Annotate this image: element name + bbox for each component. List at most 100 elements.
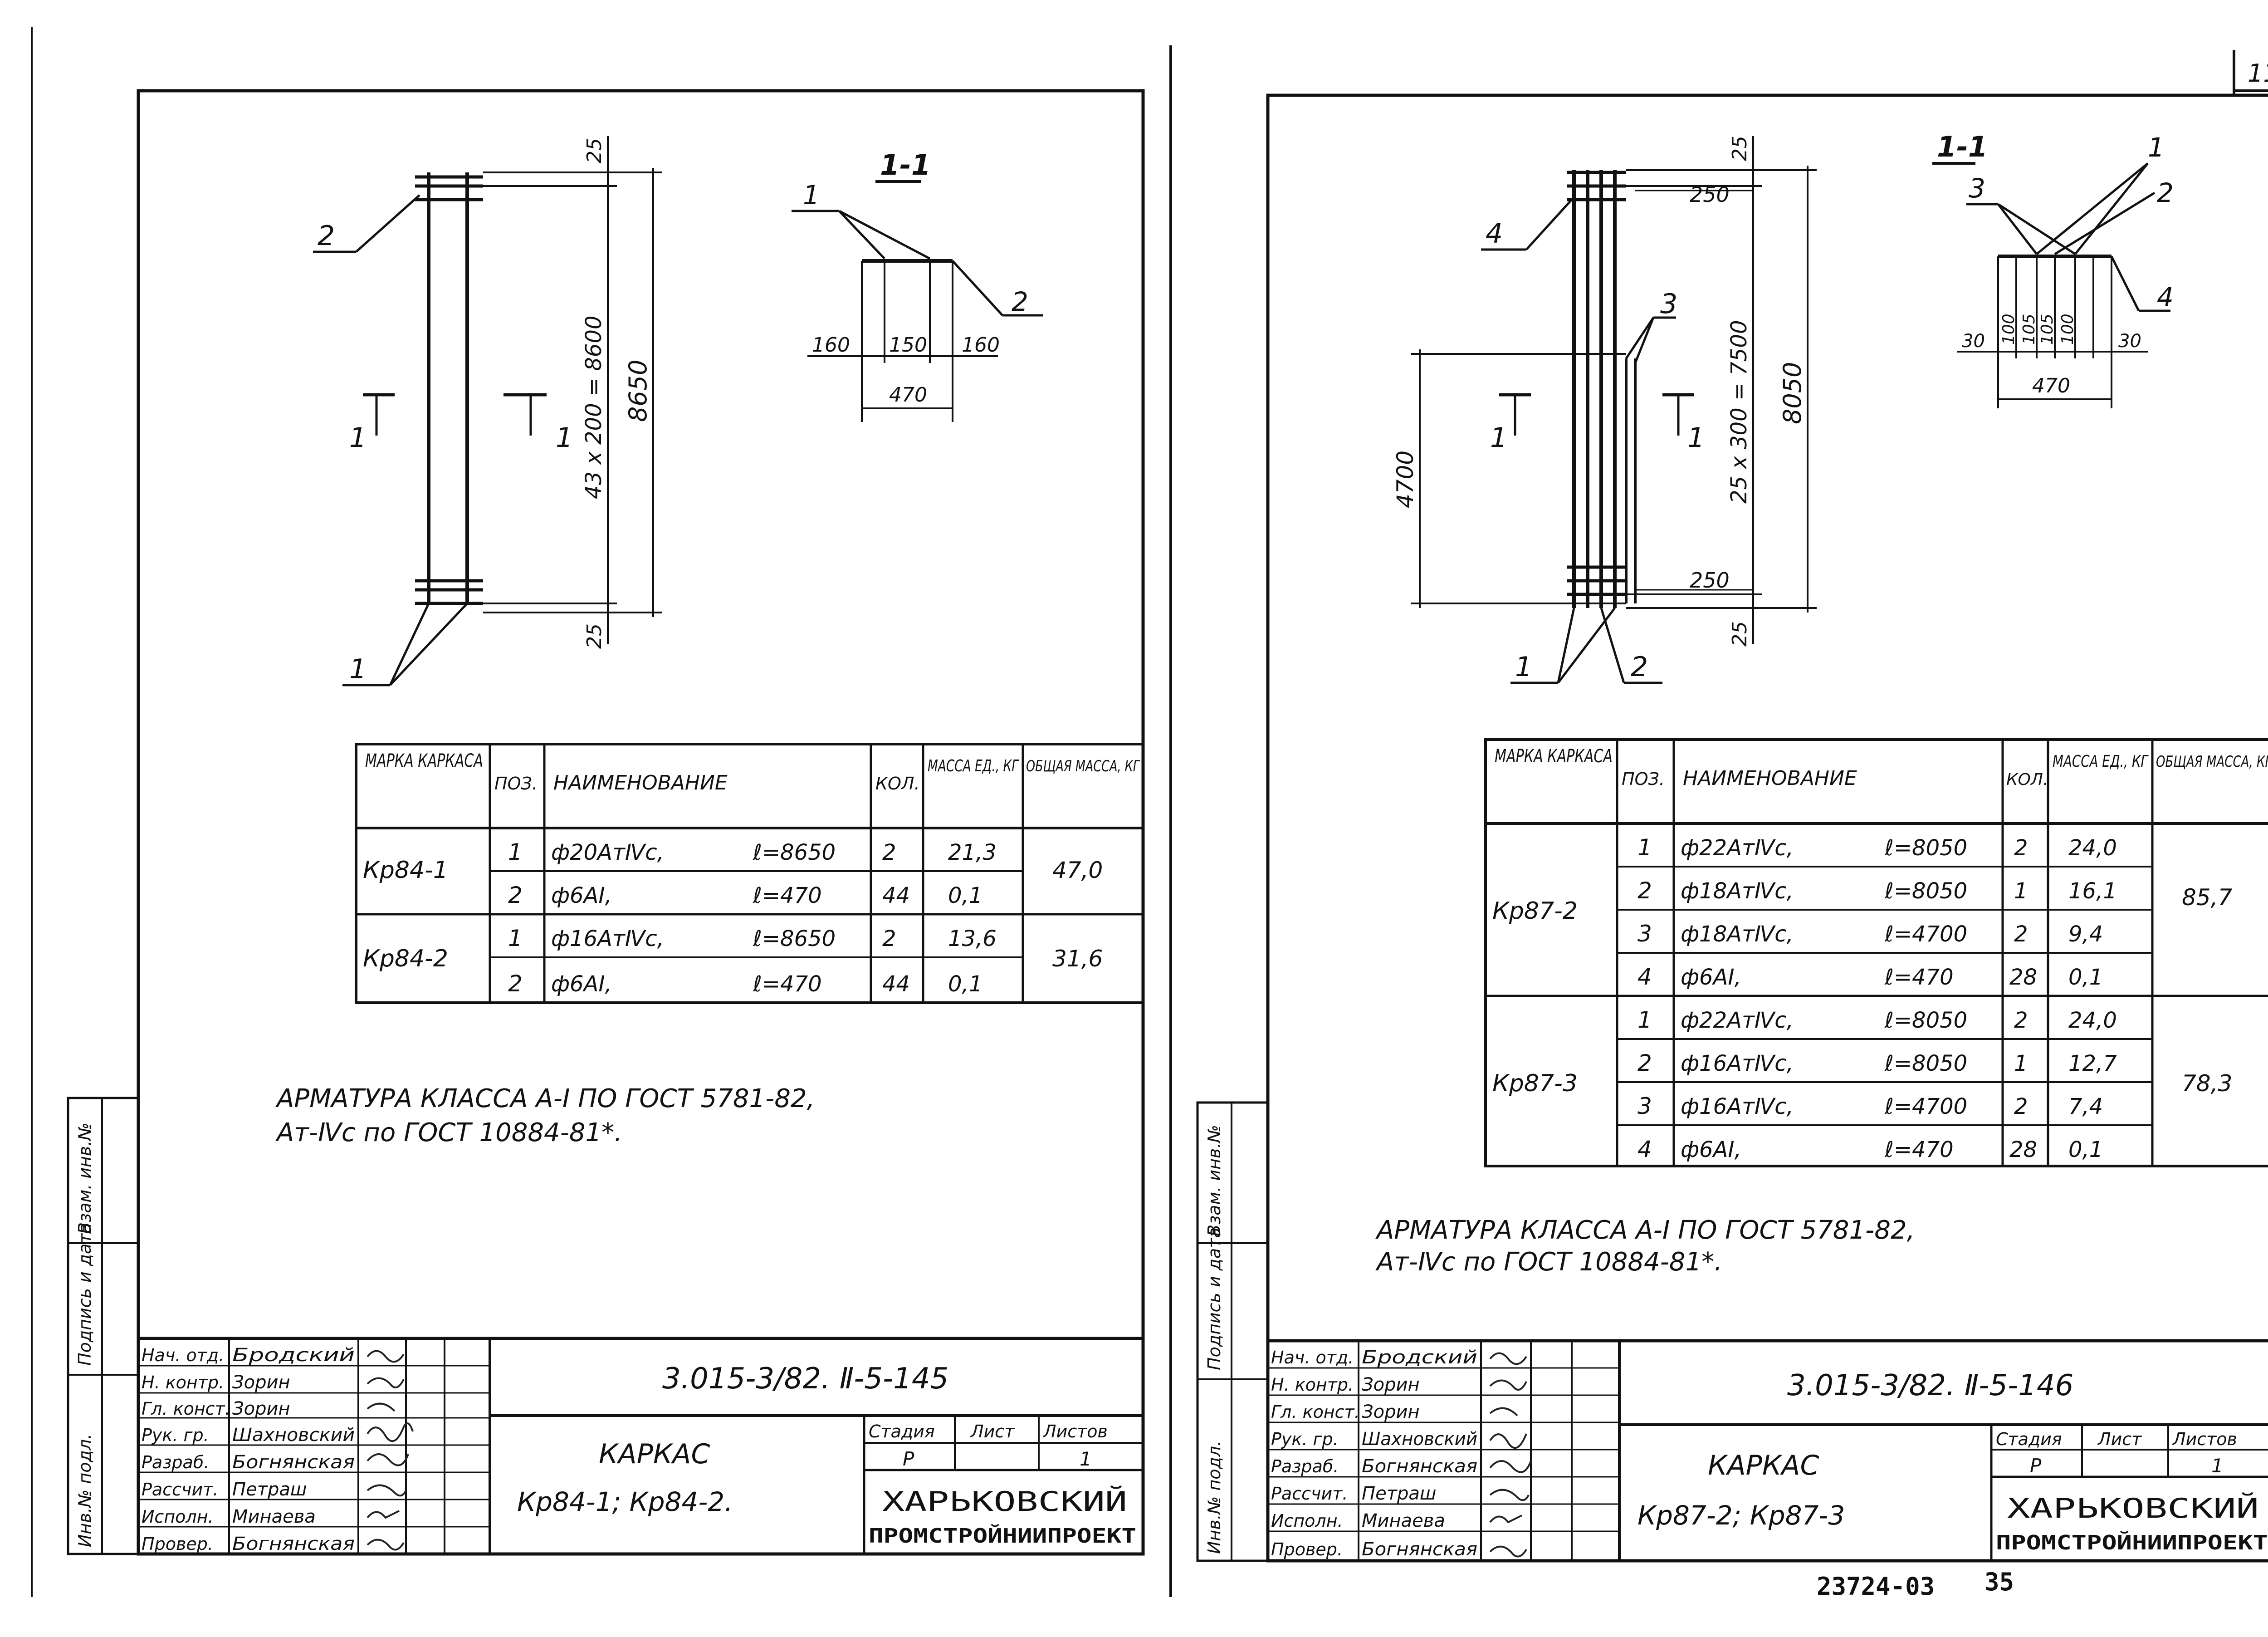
left-sheets-label: Листов bbox=[1042, 1421, 1108, 1441]
sheet-divider bbox=[1169, 45, 1172, 1597]
right-section-view bbox=[1932, 162, 2170, 408]
right-org-line2: ПРОМСТРОЙНИИПРОЕКТ bbox=[1996, 1530, 2268, 1554]
left-cell-mass: 13,6 bbox=[948, 926, 997, 951]
left-cell-mark: Кр84-1 bbox=[363, 857, 448, 884]
left-sheet-label: Лист bbox=[970, 1421, 1015, 1441]
right-dim-bottom-inner: 250 bbox=[1690, 568, 1730, 593]
left-section-title: 1-1 bbox=[880, 148, 931, 181]
right-cell-len: ℓ=8050 bbox=[1884, 1051, 1967, 1076]
left-section-dim1: 160 bbox=[812, 333, 850, 357]
left-title: КАРКАС bbox=[599, 1438, 710, 1470]
right-tb-role: Рассчит. bbox=[1271, 1484, 1348, 1504]
right-cell-name: ф6АI, bbox=[1681, 1137, 1741, 1162]
right-drawing bbox=[1196, 50, 2268, 1563]
right-section-pos1: 1 bbox=[2148, 132, 2165, 163]
right-section-label-a: 1 bbox=[1490, 422, 1507, 454]
left-section-leader bbox=[838, 210, 931, 260]
left-tb-role: Нач. отд. bbox=[142, 1345, 224, 1365]
right-cell-pos: 2 bbox=[1637, 877, 1652, 904]
right-dim-bottom: 25 bbox=[1728, 621, 1751, 647]
left-cell-mark: Кр84-2 bbox=[363, 945, 448, 972]
left-cell-len: ℓ=8650 bbox=[753, 926, 836, 951]
right-dim-total: 8050 bbox=[1778, 362, 1807, 424]
left-section-leader bbox=[838, 210, 885, 260]
left-section-label-a: 1 bbox=[349, 422, 367, 454]
right-label-pos1: 1 bbox=[1515, 651, 1532, 683]
right-cell-qty: 2 bbox=[2014, 835, 2028, 861]
right-stage-label: Стадия bbox=[1996, 1429, 2062, 1449]
left-sheet: 2 1 1 1 25 25 43 x 200 = 8600 8650 1-1 1… bbox=[31, 27, 1145, 1597]
right-cell-pos: 4 bbox=[1637, 964, 1652, 990]
right-cell-pos: 2 bbox=[1637, 1050, 1652, 1076]
left-tb-name: Шахновский bbox=[232, 1425, 355, 1446]
right-tb-name: Минаева bbox=[1362, 1510, 1445, 1531]
left-th-qty: КОЛ. bbox=[875, 774, 920, 794]
left-section-dim2: 150 bbox=[889, 333, 927, 357]
right-doc-code: 3.015-3/82. Ⅱ-5-146 bbox=[1787, 1369, 2073, 1402]
left-section-leader bbox=[952, 260, 1003, 316]
right-cell-mass: 9,4 bbox=[2068, 921, 2103, 947]
left-note-line: Ат-Ⅳс по ГОСТ 10884-81*. bbox=[275, 1118, 622, 1147]
right-tb-name: Богнянская bbox=[1362, 1456, 1477, 1477]
right-cell-len: ℓ=4700 bbox=[1884, 921, 1967, 947]
right-tb-name: Богнянская bbox=[1362, 1539, 1477, 1560]
right-text-layer: 113 4 3 1 2 1 1 25 25 250 250 25 x 300 =… bbox=[1204, 59, 2268, 1601]
right-dim-top: 25 bbox=[1728, 136, 1751, 161]
right-tb-role: Разраб. bbox=[1271, 1456, 1339, 1476]
left-stage-label: Стадия bbox=[869, 1421, 935, 1441]
left-stage-value: Р bbox=[903, 1448, 914, 1470]
left-section-view bbox=[792, 180, 1043, 422]
left-tb-role: Исполн. bbox=[142, 1507, 214, 1527]
right-cell-qty: 2 bbox=[2014, 921, 2028, 947]
right-title: КАРКАС bbox=[1708, 1450, 1819, 1481]
right-cell-name: ф22АтⅣс, bbox=[1681, 835, 1794, 861]
left-text-layer: 2 1 1 1 25 25 43 x 200 = 8600 8650 1-1 1… bbox=[75, 138, 1140, 1554]
left-leader bbox=[389, 603, 430, 686]
right-tb-role: Гл. конст. bbox=[1271, 1402, 1360, 1422]
right-th-qty: КОЛ. bbox=[2006, 770, 2048, 789]
right-tb-name: Шахновский bbox=[1362, 1429, 1477, 1450]
right-label-pos3: 3 bbox=[1660, 288, 1677, 320]
right-section-title: 1-1 bbox=[1937, 130, 1988, 163]
right-th-mark: МАРКА КАРКАСА bbox=[1495, 746, 1613, 767]
right-th-unit-mass: МАССА ЕД., КГ bbox=[2053, 752, 2149, 771]
left-note-line: АРМАТУРА КЛАССА А-I ПО ГОСТ 5781-82, bbox=[275, 1084, 815, 1113]
right-cell-mass: 7,4 bbox=[2068, 1094, 2103, 1119]
left-cell-pos: 1 bbox=[508, 839, 523, 865]
right-cell-mark: Кр87-3 bbox=[1492, 1070, 1578, 1097]
right-cell-pos: 4 bbox=[1637, 1136, 1652, 1162]
right-side-label: Подпись и дата bbox=[1204, 1227, 1224, 1370]
footer-page: 35 bbox=[1984, 1568, 2014, 1596]
left-tb-role: Разраб. bbox=[142, 1452, 209, 1472]
left-cell-len: ℓ=470 bbox=[753, 883, 822, 908]
left-cell-name: ф6АI, bbox=[551, 883, 612, 908]
left-side-strip bbox=[67, 1097, 140, 1555]
left-tb-name: Бродский bbox=[232, 1345, 355, 1366]
left-cell-qty: 44 bbox=[882, 971, 910, 997]
right-cell-qty: 28 bbox=[2009, 1137, 2037, 1162]
right-side-label: Взам. инв.№ bbox=[1204, 1125, 1224, 1236]
left-cell-len: ℓ=8650 bbox=[753, 840, 836, 865]
right-main-view bbox=[1411, 136, 1817, 684]
right-tb-role: Н. контр. bbox=[1271, 1375, 1354, 1395]
left-cell-pos: 2 bbox=[508, 882, 523, 908]
right-cell-pos: 3 bbox=[1637, 1093, 1652, 1119]
right-cell-name: ф6АI, bbox=[1681, 965, 1741, 990]
right-cell-len: ℓ=4700 bbox=[1884, 1094, 1967, 1119]
left-section-pos1: 1 bbox=[803, 180, 820, 211]
right-cell-qty: 2 bbox=[2014, 1094, 2028, 1119]
right-section-dim2: 105 bbox=[2020, 314, 2038, 345]
left-tb-name: Зорин bbox=[232, 1372, 290, 1393]
right-cell-mass: 12,7 bbox=[2068, 1051, 2117, 1076]
right-cell-len: ℓ=8050 bbox=[1884, 1008, 1967, 1033]
left-drawing bbox=[31, 27, 1145, 1597]
left-cell-mass: 21,3 bbox=[948, 840, 997, 865]
right-side-label: Инв.№ подл. bbox=[1204, 1441, 1224, 1554]
right-section-dim3: 105 bbox=[2038, 314, 2057, 345]
left-cell-qty: 2 bbox=[882, 840, 896, 865]
left-cell-len: ℓ=470 bbox=[753, 971, 822, 997]
left-cell-qty: 2 bbox=[882, 926, 896, 951]
left-th-unit-mass: МАССА ЕД., КГ bbox=[928, 757, 1019, 775]
left-th-pos: ПОЗ. bbox=[494, 774, 538, 794]
left-tb-name: Минаева bbox=[232, 1506, 316, 1527]
